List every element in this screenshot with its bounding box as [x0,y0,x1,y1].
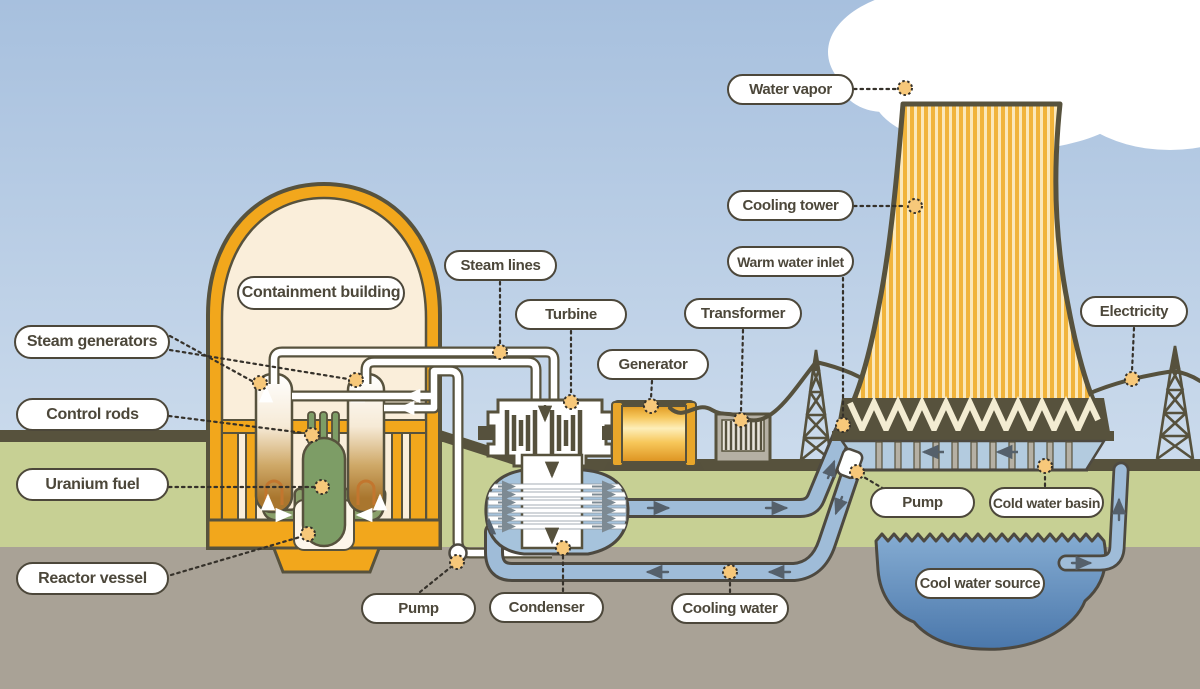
steam-lines-dot [492,344,508,360]
turbine-blades [504,410,583,456]
label-condenser: Condenser [489,592,604,623]
label-control-rods: Control rods [16,398,169,431]
transformer-dot [733,412,749,428]
condenser-dot [555,540,571,556]
pump-primary-dot [449,554,465,570]
label-warm-water-inlet: Warm water inlet [727,246,854,277]
containment-building [206,181,442,574]
uranium-fuel-dot [314,479,330,495]
label-cool-water-source: Cool water source [915,568,1045,599]
turbine-machine [478,398,618,468]
label-cooling-water: Cooling water [671,593,789,624]
label-cold-water-basin: Cold water basin [989,487,1104,518]
label-containment-building: Containment building [237,276,405,310]
feedwater-pipe [292,365,552,563]
label-uranium-fuel: Uranium fuel [16,468,169,501]
label-pump-basin: Pump [870,487,975,518]
label-cooling-tower: Cooling tower [727,190,854,221]
label-turbine: Turbine [515,299,627,330]
steam-generator-left [254,372,294,514]
label-steam-generators: Steam generators [14,325,170,359]
steam-lines-pipes [268,346,560,402]
cooling-tower-dot [907,198,923,214]
cooling-water-pipes [484,423,1130,582]
cold-water-basin-dot [1037,458,1053,474]
water-vapor-dot [897,80,913,96]
label-water-vapor: Water vapor [727,74,854,105]
electricity-dot [1124,371,1140,387]
label-pump-primary: Pump [361,593,476,624]
turbine-dot [563,394,579,410]
control-rods-dot [304,427,320,443]
label-transformer: Transformer [684,298,802,329]
cooling-water-dot [722,564,738,580]
condenser-machine [484,453,630,556]
steam-generator-left-dot [252,375,268,391]
leader-lines [167,87,1136,594]
pylon-right [1155,345,1195,461]
generator-machine [602,400,704,470]
water-flow-arrows [645,459,1127,580]
pump-basin-dot [849,464,865,480]
label-steam-lines: Steam lines [444,250,557,281]
generator-dot [643,398,659,414]
condenser-tubes [485,480,627,536]
warm-water-inlet-dot [835,417,851,433]
anchor-dots [252,80,1140,580]
label-generator: Generator [597,349,709,380]
steam-generator-right-dot [348,372,364,388]
steam-cloud [828,0,1200,151]
label-electricity: Electricity [1080,296,1188,327]
label-reactor-vessel: Reactor vessel [16,562,169,595]
reactor-vessel-dot [300,526,316,542]
